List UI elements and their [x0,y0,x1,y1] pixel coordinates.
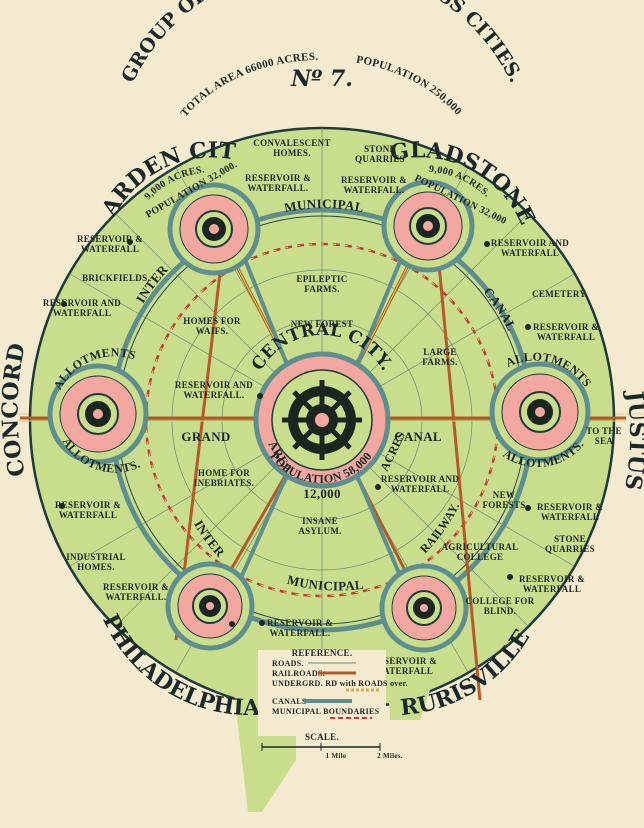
legend-railroads: RAILROADS. [272,669,325,678]
scale-heading: SCALE. [305,732,339,742]
scale-label-1: 1 Mile [326,752,347,760]
canal-center-label: CANAL [394,429,442,444]
city-philadelphia [165,561,255,651]
legend: REFERENCE. ROADS. RAILROADS. UNDERGRD. R… [258,648,408,760]
central-city [253,351,391,489]
label-reservoir-waterfall-right4: RESERVOIR &WATERFALL [519,574,585,594]
city-gladstone [381,179,475,273]
scale-label-2: 2 Miles. [377,752,403,760]
concentric-guides [171,269,473,571]
label-reservoir-waterfall-legend: RESERVOIR &WATERFALL [371,656,437,676]
central-city-acres-value: 12,000 [303,486,341,501]
label-reservoir-waterfall-left1: RESERVOIR &WATERFALL [77,234,143,254]
label-reservoir-waterfall-b: RESERVOIR &WATERFALL. [341,175,407,195]
label-reservoir-waterfall-a: RESERVOIR &WATERFALL. [245,173,311,193]
label-reservoir-waterfall-left3: RESERVOIR &WATERFALL [55,500,121,520]
southern-land-strip [386,650,440,720]
legend-boundaries: MUNICIPAL BOUNDARIES [272,707,380,716]
city-garden-city [167,182,261,276]
label-reservoir-waterfall-bl: RESERVOIR &WATERFALL. [103,582,169,602]
label-reservoir-waterfall-right3: RESERVOIR &WATERFALL [537,502,603,522]
label-new-forest: NEW FOREST [291,319,354,329]
label-cemetery: CEMETERY. [532,289,588,299]
reservoir-markers [59,239,531,627]
label-reservoir-waterfall-bottom: RESERVOIR &WATERFALL. [267,618,333,638]
city-justus [489,361,591,463]
label-reservoir-waterfall-right2: RESERVOIR &WATERFALL [533,322,599,342]
map-number: Nº 7. [290,66,353,92]
grand-label: GRAND [181,429,230,444]
city-concord [47,363,149,465]
ring-label-municipal-top: MUNICIPAL [283,196,365,215]
city-rurisville [379,563,469,653]
legend-roads: ROADS. [272,659,304,668]
legend-canals: CANALS [272,697,307,706]
legend-heading: REFERENCE. [292,648,353,658]
legend-underground: UNDERGRD. RD with ROADS over. [272,679,408,688]
label-brickfields: BRICKFIELDS. [82,273,150,283]
